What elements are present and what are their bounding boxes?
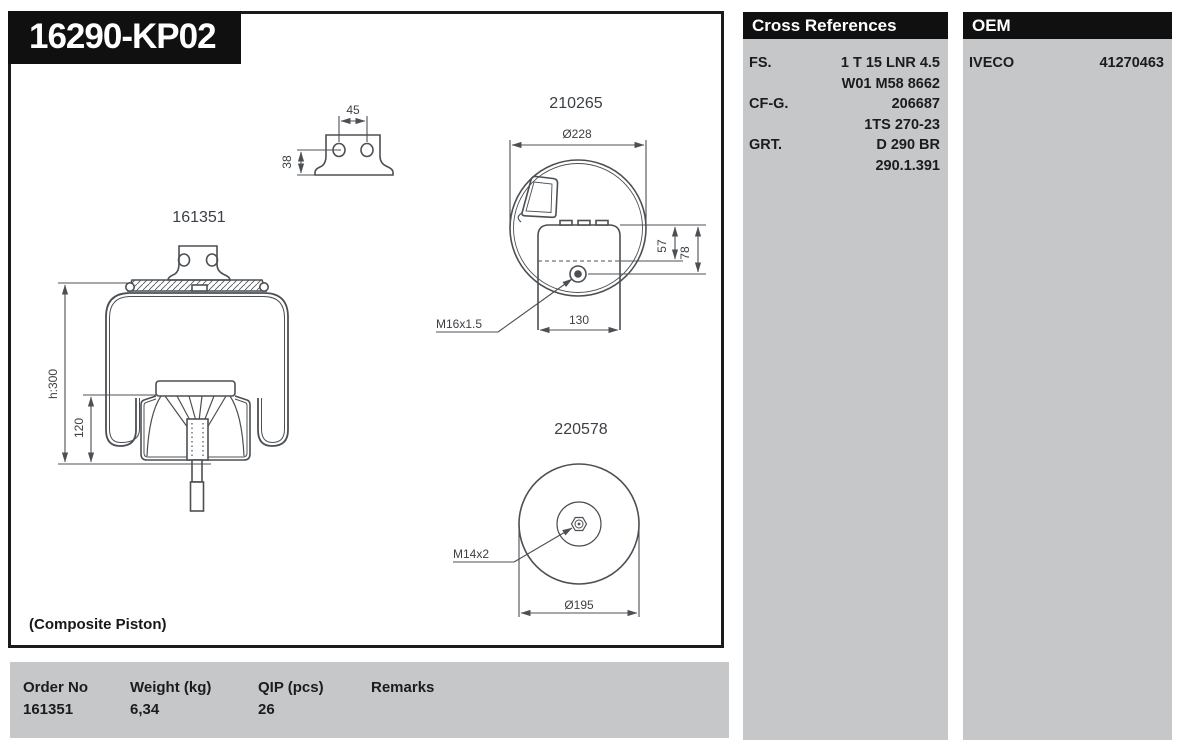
order-table-data-row: 161351 6,34 26 xyxy=(23,701,723,718)
plate-top-tab xyxy=(577,219,591,226)
cross-references-title: Cross References xyxy=(743,12,948,39)
column-header-weight: Weight (kg) xyxy=(130,679,212,696)
plate-tab xyxy=(521,175,559,219)
bracket-outline xyxy=(314,134,394,176)
cross-references-panel: Cross References FS. 1 T 15 LNR 4.5 W01 … xyxy=(743,12,948,740)
qip-value: 26 xyxy=(258,701,275,718)
air-spring-side-view xyxy=(58,245,289,512)
bottom-view-label: 220578 xyxy=(554,421,607,438)
center-nut-dot xyxy=(577,522,581,526)
cross-reference-row: FS. 1 T 15 LNR 4.5 xyxy=(749,55,940,76)
bellows-inner xyxy=(109,296,285,444)
plate-top-tab xyxy=(595,219,609,226)
order-no-value: 161351 xyxy=(23,701,74,718)
plate-top-tab xyxy=(559,219,573,226)
oem-panel: OEM IVECO 41270463 xyxy=(963,12,1172,740)
flange-hole-right xyxy=(205,253,219,267)
air-spring-technical-drawing: 45 38 161351 xyxy=(46,95,706,617)
bracket-dim-38-label: 38 xyxy=(280,155,294,169)
dim-h300 xyxy=(58,282,211,465)
piston-shaft xyxy=(186,418,209,461)
cross-references-list: FS. 1 T 15 LNR 4.5 W01 M58 8662 CF-G. 20… xyxy=(743,39,948,178)
top-thread-label: M16x1.5 xyxy=(436,317,482,331)
top-dim-78-label: 78 xyxy=(678,246,692,260)
crossref-brand: CF-G. xyxy=(749,96,789,112)
plate-tab-curl xyxy=(517,212,523,223)
dim-228 xyxy=(509,140,647,228)
dim-45 xyxy=(338,116,368,142)
oem-number: 41270463 xyxy=(1099,55,1164,71)
column-header-remarks: Remarks xyxy=(371,679,435,696)
part-number-badge: 16290-KP02 xyxy=(8,11,241,64)
column-header-order-no: Order No xyxy=(23,679,89,696)
dim-38 xyxy=(297,149,341,176)
piston-shaft-thread xyxy=(191,423,204,458)
bottom-view-drawing xyxy=(453,463,640,617)
order-table-header-row: Order No Weight (kg) QIP (pcs) Remarks xyxy=(23,679,723,696)
top-view-label: 210265 xyxy=(549,95,602,112)
thread-leader-m14 xyxy=(453,527,573,563)
bracket-drawing xyxy=(297,116,394,176)
top-flange xyxy=(167,245,231,281)
crossref-number: 206687 xyxy=(891,96,940,112)
thread-leader-m16 xyxy=(436,278,573,333)
cross-reference-row: GRT. D 290 BR xyxy=(749,137,940,158)
order-info-table: Order No Weight (kg) QIP (pcs) Remarks 1… xyxy=(10,662,729,738)
bracket-dim-45-label: 45 xyxy=(346,103,360,117)
center-bolt-core xyxy=(574,270,582,278)
flange-hole-left xyxy=(177,253,191,267)
bottom-stud xyxy=(189,481,205,512)
bottom-rod xyxy=(191,459,203,483)
composite-piston-note: (Composite Piston) xyxy=(29,616,167,633)
crossref-number: 1 T 15 LNR 4.5 xyxy=(840,55,940,71)
bracket-hole-right xyxy=(360,142,374,158)
center-nut-hex xyxy=(570,516,588,532)
plate-outer-circle-inner-line xyxy=(513,163,643,293)
dim-57-78 xyxy=(588,224,706,275)
crossref-brand: GRT. xyxy=(749,137,783,153)
remarks-value xyxy=(371,701,723,718)
crossref-number: 290.1.391 xyxy=(875,157,940,174)
cross-reference-row: W01 M58 8662 xyxy=(749,76,940,97)
top-dim-228-label: Ø228 xyxy=(562,127,592,141)
bellows-outer xyxy=(105,292,289,447)
oem-row: IVECO 41270463 xyxy=(969,55,1164,76)
oem-brand: IVECO xyxy=(969,55,1015,71)
bottom-dim-195-label: Ø195 xyxy=(564,598,594,612)
top-dim-57-label: 57 xyxy=(655,239,669,253)
cross-reference-row: 290.1.391 xyxy=(749,158,940,179)
top-dim-130-label: 130 xyxy=(569,313,589,327)
dim-195 xyxy=(518,524,640,617)
bottom-thread-label: M14x2 xyxy=(453,547,489,561)
crossref-brand: FS. xyxy=(749,55,772,71)
crossref-number: 1TS 270-23 xyxy=(864,116,940,133)
piston-inner-circle xyxy=(556,501,602,547)
weight-value: 6,34 xyxy=(130,701,160,718)
bead-clamp-right xyxy=(259,281,270,292)
oem-title: OEM xyxy=(963,12,1172,39)
center-nut-bore xyxy=(574,519,584,529)
side-view-label: 161351 xyxy=(172,209,225,226)
center-bolt xyxy=(569,265,587,283)
crossref-number: D 290 BR xyxy=(876,137,940,153)
top-view-drawing xyxy=(436,140,706,334)
technical-drawing-panel: 16290-KP02 45 38 1613 xyxy=(8,11,724,648)
oem-list: IVECO 41270463 xyxy=(963,39,1172,76)
cross-reference-row: 1TS 270-23 xyxy=(749,117,940,138)
bead-plate-notch xyxy=(191,284,208,292)
crossref-number: W01 M58 8662 xyxy=(841,75,940,92)
piston-top-plate xyxy=(155,380,236,397)
plate-tab-inner xyxy=(525,181,553,213)
cross-reference-row: CF-G. 206687 xyxy=(749,96,940,117)
column-header-qip: QIP (pcs) xyxy=(258,679,324,696)
side-dim-h300-label: h:300 xyxy=(46,369,60,399)
bead-clamp-left xyxy=(125,281,136,292)
side-dim-120-label: 120 xyxy=(72,418,86,438)
